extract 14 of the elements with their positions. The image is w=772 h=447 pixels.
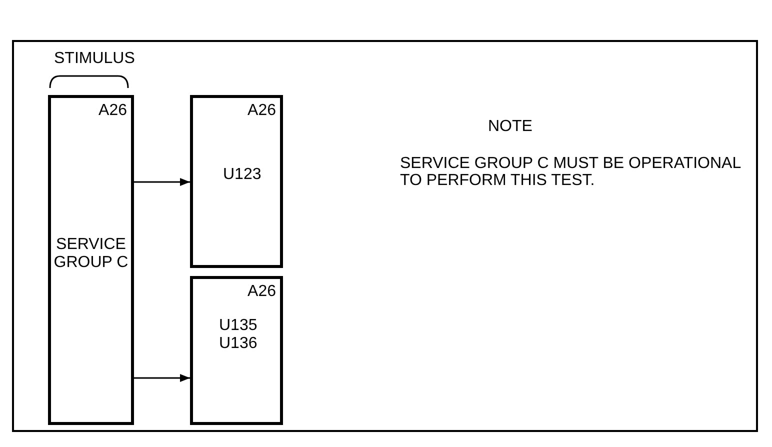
component-box [190, 95, 283, 268]
note-heading: NOTE [488, 118, 532, 135]
node-label: U123 [223, 166, 262, 184]
stimulus-label: STIMULUS [54, 50, 135, 67]
arrow [134, 178, 190, 186]
note-text: SERVICE GROUP C MUST BE OPERATIONAL TO PERFORM THIS TEST. [400, 155, 742, 189]
node-label: SERVICE GROUP C [52, 236, 130, 272]
component-box [48, 95, 134, 425]
part-number: A26 [248, 102, 276, 120]
part-number: A26 [248, 283, 276, 301]
node-label: U135 U136 [219, 317, 258, 353]
arrow [134, 374, 190, 382]
part-number: A26 [98, 102, 127, 120]
component-box [190, 276, 283, 425]
